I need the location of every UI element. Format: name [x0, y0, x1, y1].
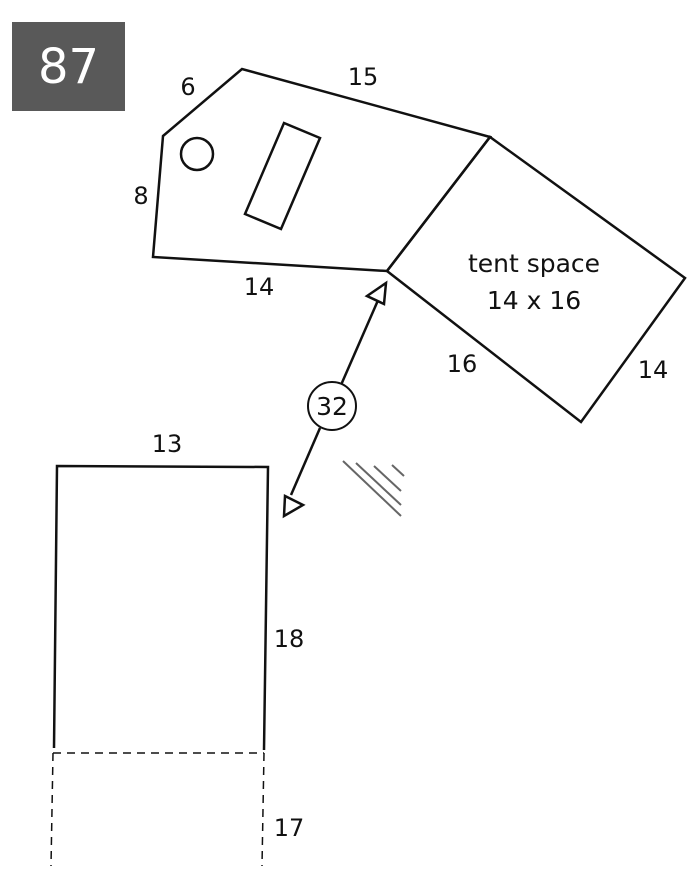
tent-space-size: 14 x 16: [487, 286, 581, 315]
parking-top-dimension: 13: [152, 430, 183, 458]
distance-arrow-line-upper: [339, 297, 381, 386]
pad-top-dimension: 15: [348, 63, 379, 91]
tent-left-dimension: 16: [447, 350, 478, 378]
pad-top-left-dimension: 6: [180, 73, 195, 101]
distance-circle: [307, 381, 357, 431]
distance-value: 32: [316, 392, 348, 421]
site-number-badge: 87: [12, 22, 125, 111]
picnic-table-icon: [243, 121, 322, 231]
campsite-pad: [151, 67, 493, 273]
pad-left-dimension: 8: [133, 182, 148, 210]
parking-right-dimension: 18: [274, 625, 305, 653]
tent-right-dimension: 14: [638, 356, 669, 384]
site-number: 87: [37, 38, 100, 95]
fire-ring-icon: [179, 136, 215, 172]
parking-spur: [52, 464, 270, 751]
parking-extension-dimension: 17: [274, 814, 305, 842]
tent-space-label: tent space: [468, 249, 600, 278]
parking-extension-right: [261, 752, 265, 867]
pad-bottom-dimension: 14: [244, 273, 275, 301]
tent-space: [385, 135, 687, 424]
parking-extension-left: [50, 752, 54, 867]
slope-hatch-icon: [342, 460, 405, 517]
arrowhead-up-icon: [364, 280, 388, 306]
distance-arrow-line-lower: [289, 427, 322, 496]
arrowhead-down-icon: [282, 494, 306, 519]
